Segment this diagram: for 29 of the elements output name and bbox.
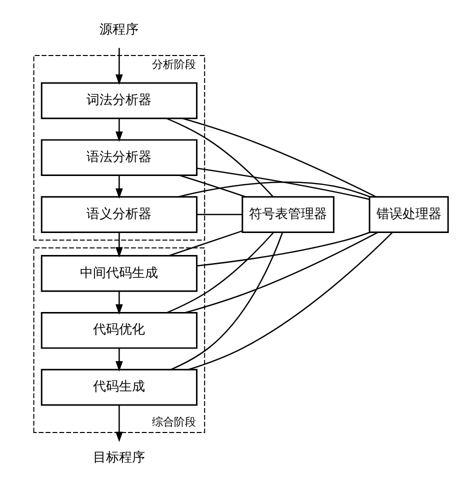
connector: [178, 182, 370, 198]
node-box: 语义分析器: [40, 196, 198, 233]
arrow: [116, 118, 123, 142]
connector: [197, 214, 242, 216]
node-box: 语法分析器: [40, 139, 198, 176]
connector: [179, 174, 246, 198]
node-box: 代码生成: [40, 368, 198, 406]
arrow: [116, 405, 123, 442]
arrow: [116, 291, 123, 315]
connector: [168, 230, 243, 256]
connector: [196, 168, 370, 200]
node-box: 符号表管理器: [242, 196, 334, 233]
connector: [166, 232, 274, 314]
node-text: 目标程序: [93, 450, 146, 466]
node-text: 源程序: [100, 22, 139, 38]
node-box: 错误处理器: [368, 196, 449, 233]
arrow: [116, 348, 123, 372]
arrow: [116, 48, 123, 85]
connector: [182, 118, 376, 198]
node-box: 词法分析器: [40, 82, 198, 120]
connector: [188, 232, 393, 370]
connector: [166, 118, 274, 197]
node-box: 中间代码生成: [40, 255, 198, 292]
connector: [196, 232, 370, 266]
connector: [185, 232, 378, 314]
node-box: 代码优化: [40, 312, 198, 349]
connector: [170, 232, 284, 370]
arrow: [116, 175, 123, 199]
arrow: [116, 232, 123, 258]
